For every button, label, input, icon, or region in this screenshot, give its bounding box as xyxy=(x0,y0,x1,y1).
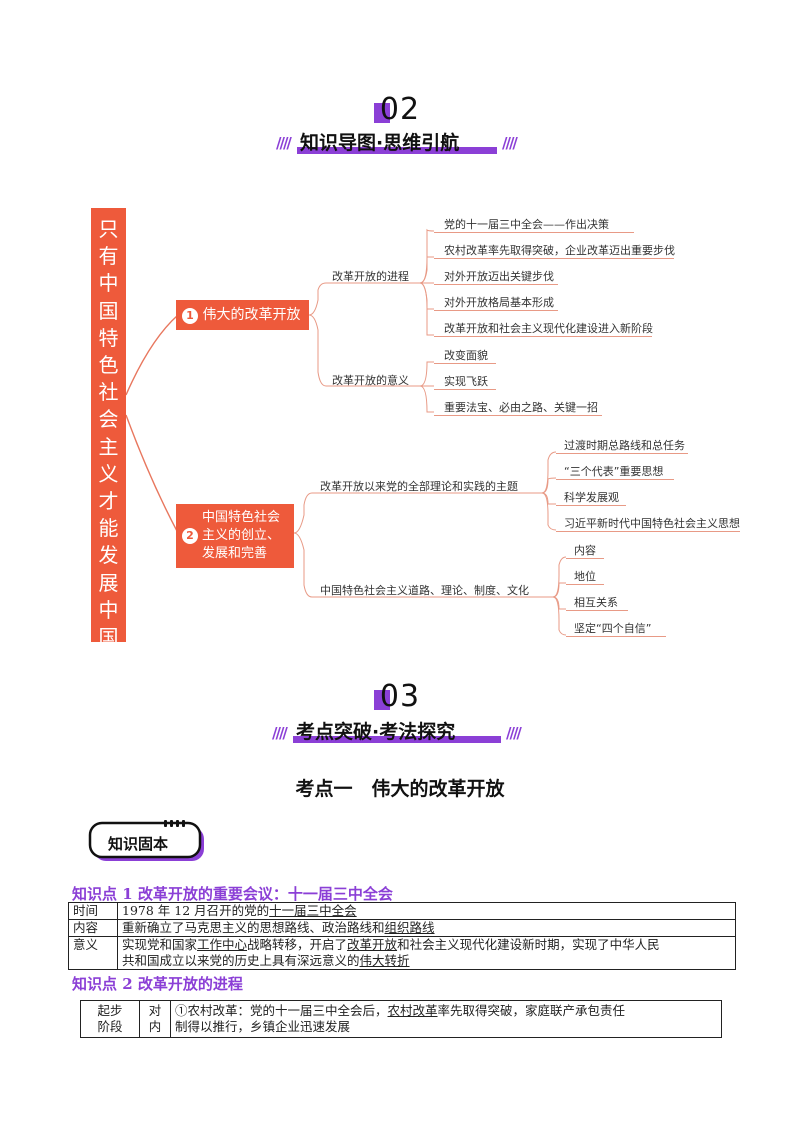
mindmap-leaf: 坚定“四个自信” xyxy=(574,622,652,635)
row-header: 意义 xyxy=(68,936,118,970)
section-title: 考点突破·考法探究 xyxy=(296,721,456,743)
root-char: 国 xyxy=(98,298,119,323)
leaf-underline xyxy=(434,232,634,233)
decor-slash-left: //// xyxy=(272,724,288,742)
branch-number: 1 xyxy=(182,308,198,324)
root-char: 义 xyxy=(98,461,119,486)
leaf-underline xyxy=(434,389,496,390)
mindmap-leaf: 党的十一届三中全会——作出决策 xyxy=(444,218,609,231)
mindmap-sub-node: 改革开放的意义 xyxy=(332,374,409,387)
leaf-underline xyxy=(566,584,604,585)
root-char: 特 xyxy=(98,325,119,350)
title-underline xyxy=(293,736,501,743)
mindmap-root: 只 有 中 国 特 色 社 会 主 义 才 能 发 展 中 国 xyxy=(91,208,126,649)
knowledge-point-heading: 知识点 2 改革开放的进程 xyxy=(72,975,243,993)
root-char: 才 xyxy=(98,489,119,514)
root-char: 会 xyxy=(98,407,119,432)
table-row: 时间 1978 年 12 月召开的党的十一届三中全会 xyxy=(68,902,736,920)
decor-slash-right: //// xyxy=(502,134,518,152)
mindmap-leaf: 重要法宝、必由之路、关键一招 xyxy=(444,401,598,414)
root-char: 社 xyxy=(98,380,119,405)
title-underline xyxy=(297,147,497,154)
mindmap-leaf: 习近平新时代中国特色社会主义思想 xyxy=(564,517,740,530)
mindmap-leaf: 改革开放和社会主义现代化建设进入新阶段 xyxy=(444,322,653,335)
root-char: 只 xyxy=(98,217,119,241)
leaf-underline xyxy=(566,610,628,611)
aspect-cell: 对内 xyxy=(139,1000,171,1038)
section-title: 知识导图·思维引航 xyxy=(300,132,460,154)
section-number-accent xyxy=(374,103,390,123)
root-char: 能 xyxy=(98,516,119,541)
branch-number: 2 xyxy=(182,528,198,544)
leaf-underline xyxy=(556,505,626,506)
mindmap-leaf: 相互关系 xyxy=(574,596,618,609)
mindmap-sub-node: 改革开放以来党的全部理论和实践的主题 xyxy=(320,480,518,493)
mindmap-leaf: 过渡时期总路线和总任务 xyxy=(564,439,685,452)
leaf-underline xyxy=(434,363,496,364)
exam-point-title: 考点一 伟大的改革开放 xyxy=(295,778,505,800)
table-row: 内容 重新确立了马克思主义的思想路线、政治路线和组织路线 xyxy=(68,919,736,937)
row-content: ①农村改革：党的十一届三中全会后，农村改革率先取得突破，家庭联产承包责任制得以推… xyxy=(170,1000,722,1038)
root-char: 有 xyxy=(98,244,119,269)
knowledge-table-2: 起步阶段 对内 ①农村改革：党的十一届三中全会后，农村改革率先取得突破，家庭联产… xyxy=(80,1000,722,1038)
root-char: 中 xyxy=(98,597,119,622)
row-content: 1978 年 12 月召开的党的十一届三中全会 xyxy=(117,902,736,920)
mindmap-sub-node: 改革开放的进程 xyxy=(332,270,409,283)
mindmap-branch-1: 1 伟大的改革开放 xyxy=(176,300,309,330)
mindmap-leaf: “三个代表”重要思想 xyxy=(564,465,664,478)
branch-label-line: 发展和完善 xyxy=(202,546,268,561)
mindmap-leaf: 农村改革率先取得突破，企业改革迈出重要步伐 xyxy=(444,244,675,257)
leaf-underline xyxy=(556,531,740,532)
leaf-underline xyxy=(434,336,652,337)
mindmap-leaf: 实现飞跃 xyxy=(444,375,488,388)
leaf-underline xyxy=(434,284,558,285)
knowledge-point-heading: 知识点 1 改革开放的重要会议：十一届三中全会 xyxy=(72,885,393,903)
leaf-underline xyxy=(566,558,604,559)
leaf-underline xyxy=(566,636,666,637)
mindmap-leaf: 对外开放迈出关键步伐 xyxy=(444,270,554,283)
section-number: 02 xyxy=(379,92,421,127)
table-row: 意义 实现党和国家工作中心战略转移，开启了改革开放和社会主义现代化建设新时期，实… xyxy=(68,936,736,970)
mindmap-sub-node: 中国特色社会主义道路、理论、制度、文化 xyxy=(320,584,529,597)
root-char: 主 xyxy=(98,434,119,459)
leaf-underline xyxy=(556,453,688,454)
mindmap-branch-2: 2 中国特色社会 主义的创立、 发展和完善 xyxy=(176,504,294,568)
branch-label: 伟大的改革开放 xyxy=(202,307,301,323)
knowledge-badge-frame xyxy=(88,820,204,861)
branch-label-line: 主义的创立、 xyxy=(202,528,281,543)
row-header: 内容 xyxy=(68,919,118,937)
leaf-underline xyxy=(434,310,558,311)
row-header: 时间 xyxy=(68,902,118,920)
section-number: 03 xyxy=(379,679,421,714)
row-content: 实现党和国家工作中心战略转移，开启了改革开放和社会主义现代化建设新时期，实现了中… xyxy=(117,936,736,970)
knowledge-table-1: 时间 1978 年 12 月召开的党的十一届三中全会 内容 重新确立了马克思主义… xyxy=(68,902,736,970)
mindmap-leaf: 科学发展观 xyxy=(564,491,619,504)
mindmap-leaf: 改变面貌 xyxy=(444,349,488,362)
root-char: 发 xyxy=(98,543,119,568)
mindmap-connectors xyxy=(125,228,567,636)
mindmap-leaf: 内容 xyxy=(574,544,596,557)
mindmap-leaf: 地位 xyxy=(574,570,596,583)
decor-slash-left: //// xyxy=(276,134,292,152)
section-number-accent xyxy=(374,690,390,710)
mindmap-leaf: 对外开放格局基本形成 xyxy=(444,296,554,309)
leaf-underline xyxy=(434,258,674,259)
table-row: 起步阶段 对内 ①农村改革：党的十一届三中全会后，农村改革率先取得突破，家庭联产… xyxy=(80,1000,722,1038)
leaf-underline xyxy=(556,479,674,480)
root-char: 国 xyxy=(98,625,119,650)
stage-cell: 起步阶段 xyxy=(80,1000,140,1038)
branch-label-line: 中国特色社会 xyxy=(202,510,281,525)
root-char: 色 xyxy=(98,353,119,378)
root-char: 中 xyxy=(98,271,119,296)
decor-slash-right: //// xyxy=(506,724,522,742)
leaf-underline xyxy=(434,415,602,416)
knowledge-badge-label: 知识固本 xyxy=(108,835,169,853)
root-char: 展 xyxy=(98,570,119,595)
row-content: 重新确立了马克思主义的思想路线、政治路线和组织路线 xyxy=(117,919,736,937)
